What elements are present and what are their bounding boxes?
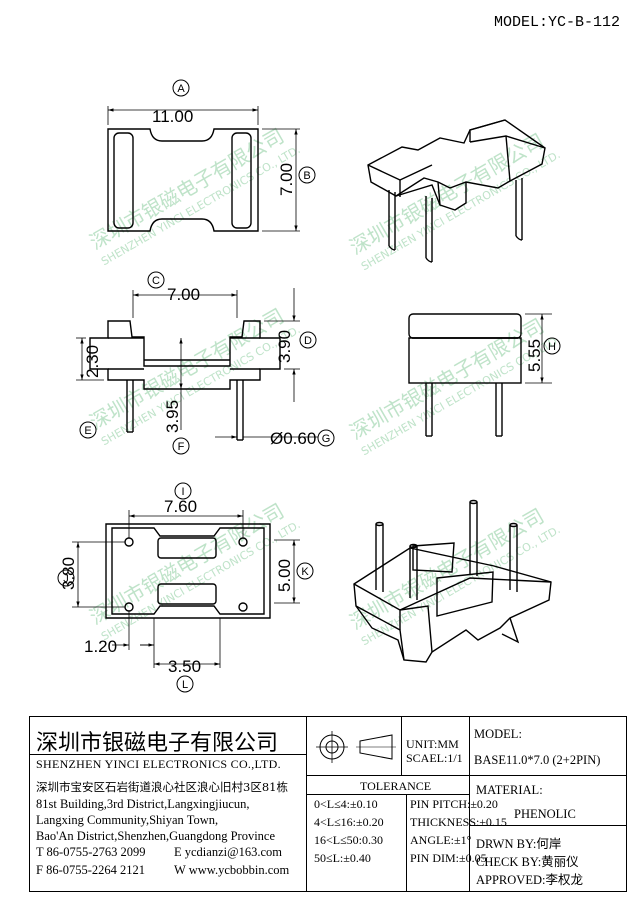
- tolerance-left-0: 0<L≤4:±0.10: [314, 797, 378, 811]
- company-address-cn: 深圳市宝安区石岩街道浪心社区浪心旧村3区81栋: [36, 780, 288, 794]
- dim-pitch-value: 1.20: [84, 637, 117, 656]
- callout-b-circle: [298, 166, 316, 184]
- callout-k-label: K: [301, 566, 309, 578]
- dim-f-value: 3.95: [163, 400, 182, 433]
- dim-h-value: 5.55: [525, 339, 544, 372]
- tolerance-right-1: THICKNESS:±0.15: [410, 815, 507, 829]
- side-view: [408, 313, 552, 437]
- material-label: MATERIAL:: [476, 783, 543, 797]
- callout-group: A B C D E F G H I J K L: [57, 79, 561, 693]
- callout-d-circle: [299, 331, 317, 349]
- callout-c-circle: [147, 271, 165, 289]
- approved-by: APPROVED:李权龙: [476, 873, 583, 887]
- dim-g-value: Ø0.60: [270, 429, 316, 448]
- callout-l-circle: [176, 675, 194, 693]
- callout-i-circle: [174, 482, 192, 500]
- callout-g-circle: [317, 429, 335, 447]
- company-address-line2: Langxing Community,Shiyan Town,: [36, 813, 219, 827]
- watermark-en: SHENZHEN YINCI ELECTRONICS CO., LTD.: [359, 523, 563, 648]
- tolerance-left-1: 4<L≤16:±0.20: [314, 815, 384, 829]
- callout-a-label: A: [177, 83, 185, 95]
- top-view: [107, 106, 300, 232]
- callout-j-circle: [57, 569, 75, 587]
- check-by: CHECK BY:黄丽仪: [476, 855, 579, 869]
- drawn-by: DRWN BY:何岸: [476, 837, 562, 851]
- callout-l-label: L: [182, 679, 188, 691]
- company-web: W www.ycbobbin.com: [174, 863, 290, 877]
- callout-j-label: J: [63, 573, 69, 585]
- dim-k-value: 3.50: [168, 657, 201, 676]
- callout-h-circle: [543, 337, 561, 355]
- callout-g-label: G: [322, 433, 331, 445]
- callout-k-circle: [296, 562, 314, 580]
- dim-i-value: 7.60: [164, 497, 197, 516]
- tolerance-title: TOLERANCE: [360, 779, 432, 793]
- tolerance-right-0: PIN PITCH:±0.20: [410, 797, 498, 811]
- scale-label: SCAEL:1/1: [406, 751, 463, 765]
- technical-drawing: 深圳市银磁电子有限公司 SHENZHEN YINCI ELECTRONICS C…: [57, 79, 563, 693]
- company-address-line1: 81st Building,3rd District,Langxingjiucu…: [36, 797, 250, 811]
- callout-a-circle: [172, 79, 190, 97]
- watermark-en: SHENZHEN YINCI ELECTRONICS CO., LTD.: [99, 143, 303, 268]
- tolerance-right-2: ANGLE:±1°: [410, 833, 472, 847]
- dim-d-value: 3.90: [275, 330, 294, 363]
- bottom-view: [72, 510, 300, 668]
- dim-b-value: 7.00: [277, 163, 296, 196]
- model-label: MODEL:: [474, 727, 522, 741]
- company-name-en: SHENZHEN YINCI ELECTRONICS CO.,LTD.: [36, 757, 281, 771]
- projection-symbol-icon: [316, 731, 396, 763]
- company-email: E ycdianzi@163.com: [174, 845, 283, 859]
- dim-e-value: 2.30: [83, 345, 102, 378]
- model-title: MODEL:YC-B-112: [493, 14, 620, 31]
- callout-i-label: I: [181, 486, 184, 498]
- watermark-en: SHENZHEN YINCI ELECTRONICS CO., LTD.: [99, 518, 303, 643]
- title-block: 深圳市银磁电子有限公司 SHENZHEN YINCI ELECTRONICS C…: [29, 716, 627, 892]
- front-view: [76, 288, 318, 441]
- callout-e-label: E: [84, 425, 91, 437]
- watermark-cn: 深圳市银磁电子有限公司: [346, 314, 549, 445]
- unit-label: UNIT:MM: [406, 737, 459, 751]
- company-tel: T 86-0755-2763 2099: [36, 845, 146, 859]
- company-fax: F 86-0755-2264 2121: [36, 863, 146, 877]
- material-value: PHENOLIC: [514, 807, 576, 821]
- callout-d-label: D: [304, 335, 312, 347]
- callout-e-circle: [79, 421, 97, 439]
- tolerance-left-2: 16<L≤50:0.30: [314, 833, 384, 847]
- callout-f-circle: [172, 437, 190, 455]
- tolerance-left-3: 50≤L:±0.40: [314, 851, 371, 865]
- iso-view-bottom: [353, 499, 552, 663]
- dim-c-value: 7.00: [167, 285, 200, 304]
- dim-a-value: 11.00: [152, 107, 193, 126]
- dim-l-value: 5.00: [275, 559, 294, 592]
- company-name-cn: 深圳市银磁电子有限公司: [36, 731, 279, 756]
- watermark-group: 深圳市银磁电子有限公司 SHENZHEN YINCI ELECTRONICS C…: [86, 124, 563, 649]
- iso-view-top: [367, 119, 546, 263]
- dimension-labels: 11.00 7.00 7.00 3.90 2.30 3.95 Ø0.60 5.5…: [59, 107, 544, 676]
- watermark-cn: 深圳市银磁电子有限公司: [86, 499, 289, 630]
- company-address-line3: Bao'An District,Shenzhen,Guangdong Provi…: [36, 829, 276, 843]
- callout-c-label: C: [152, 275, 160, 287]
- callout-h-label: H: [548, 341, 556, 353]
- tolerance-right-3: PIN DIM:±0.05: [410, 851, 487, 865]
- watermark-cn: 深圳市银磁电子有限公司: [346, 129, 549, 260]
- callout-b-label: B: [303, 170, 310, 182]
- callout-f-label: F: [178, 441, 185, 453]
- model-value: BASE11.0*7.0 (2+2PIN): [474, 753, 601, 767]
